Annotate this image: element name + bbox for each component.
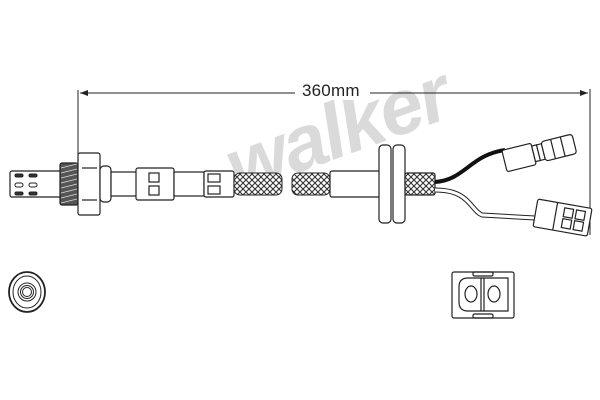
grommet (329, 144, 436, 224)
sensor-body (9, 152, 235, 216)
connector-bottom (532, 198, 593, 237)
connector-top (501, 134, 577, 172)
connector-end-view (451, 271, 515, 319)
wires (434, 148, 536, 221)
dimension-label: 360mm (299, 82, 363, 100)
braided-cable (233, 172, 331, 196)
sensor-tip-end-view (8, 271, 46, 313)
